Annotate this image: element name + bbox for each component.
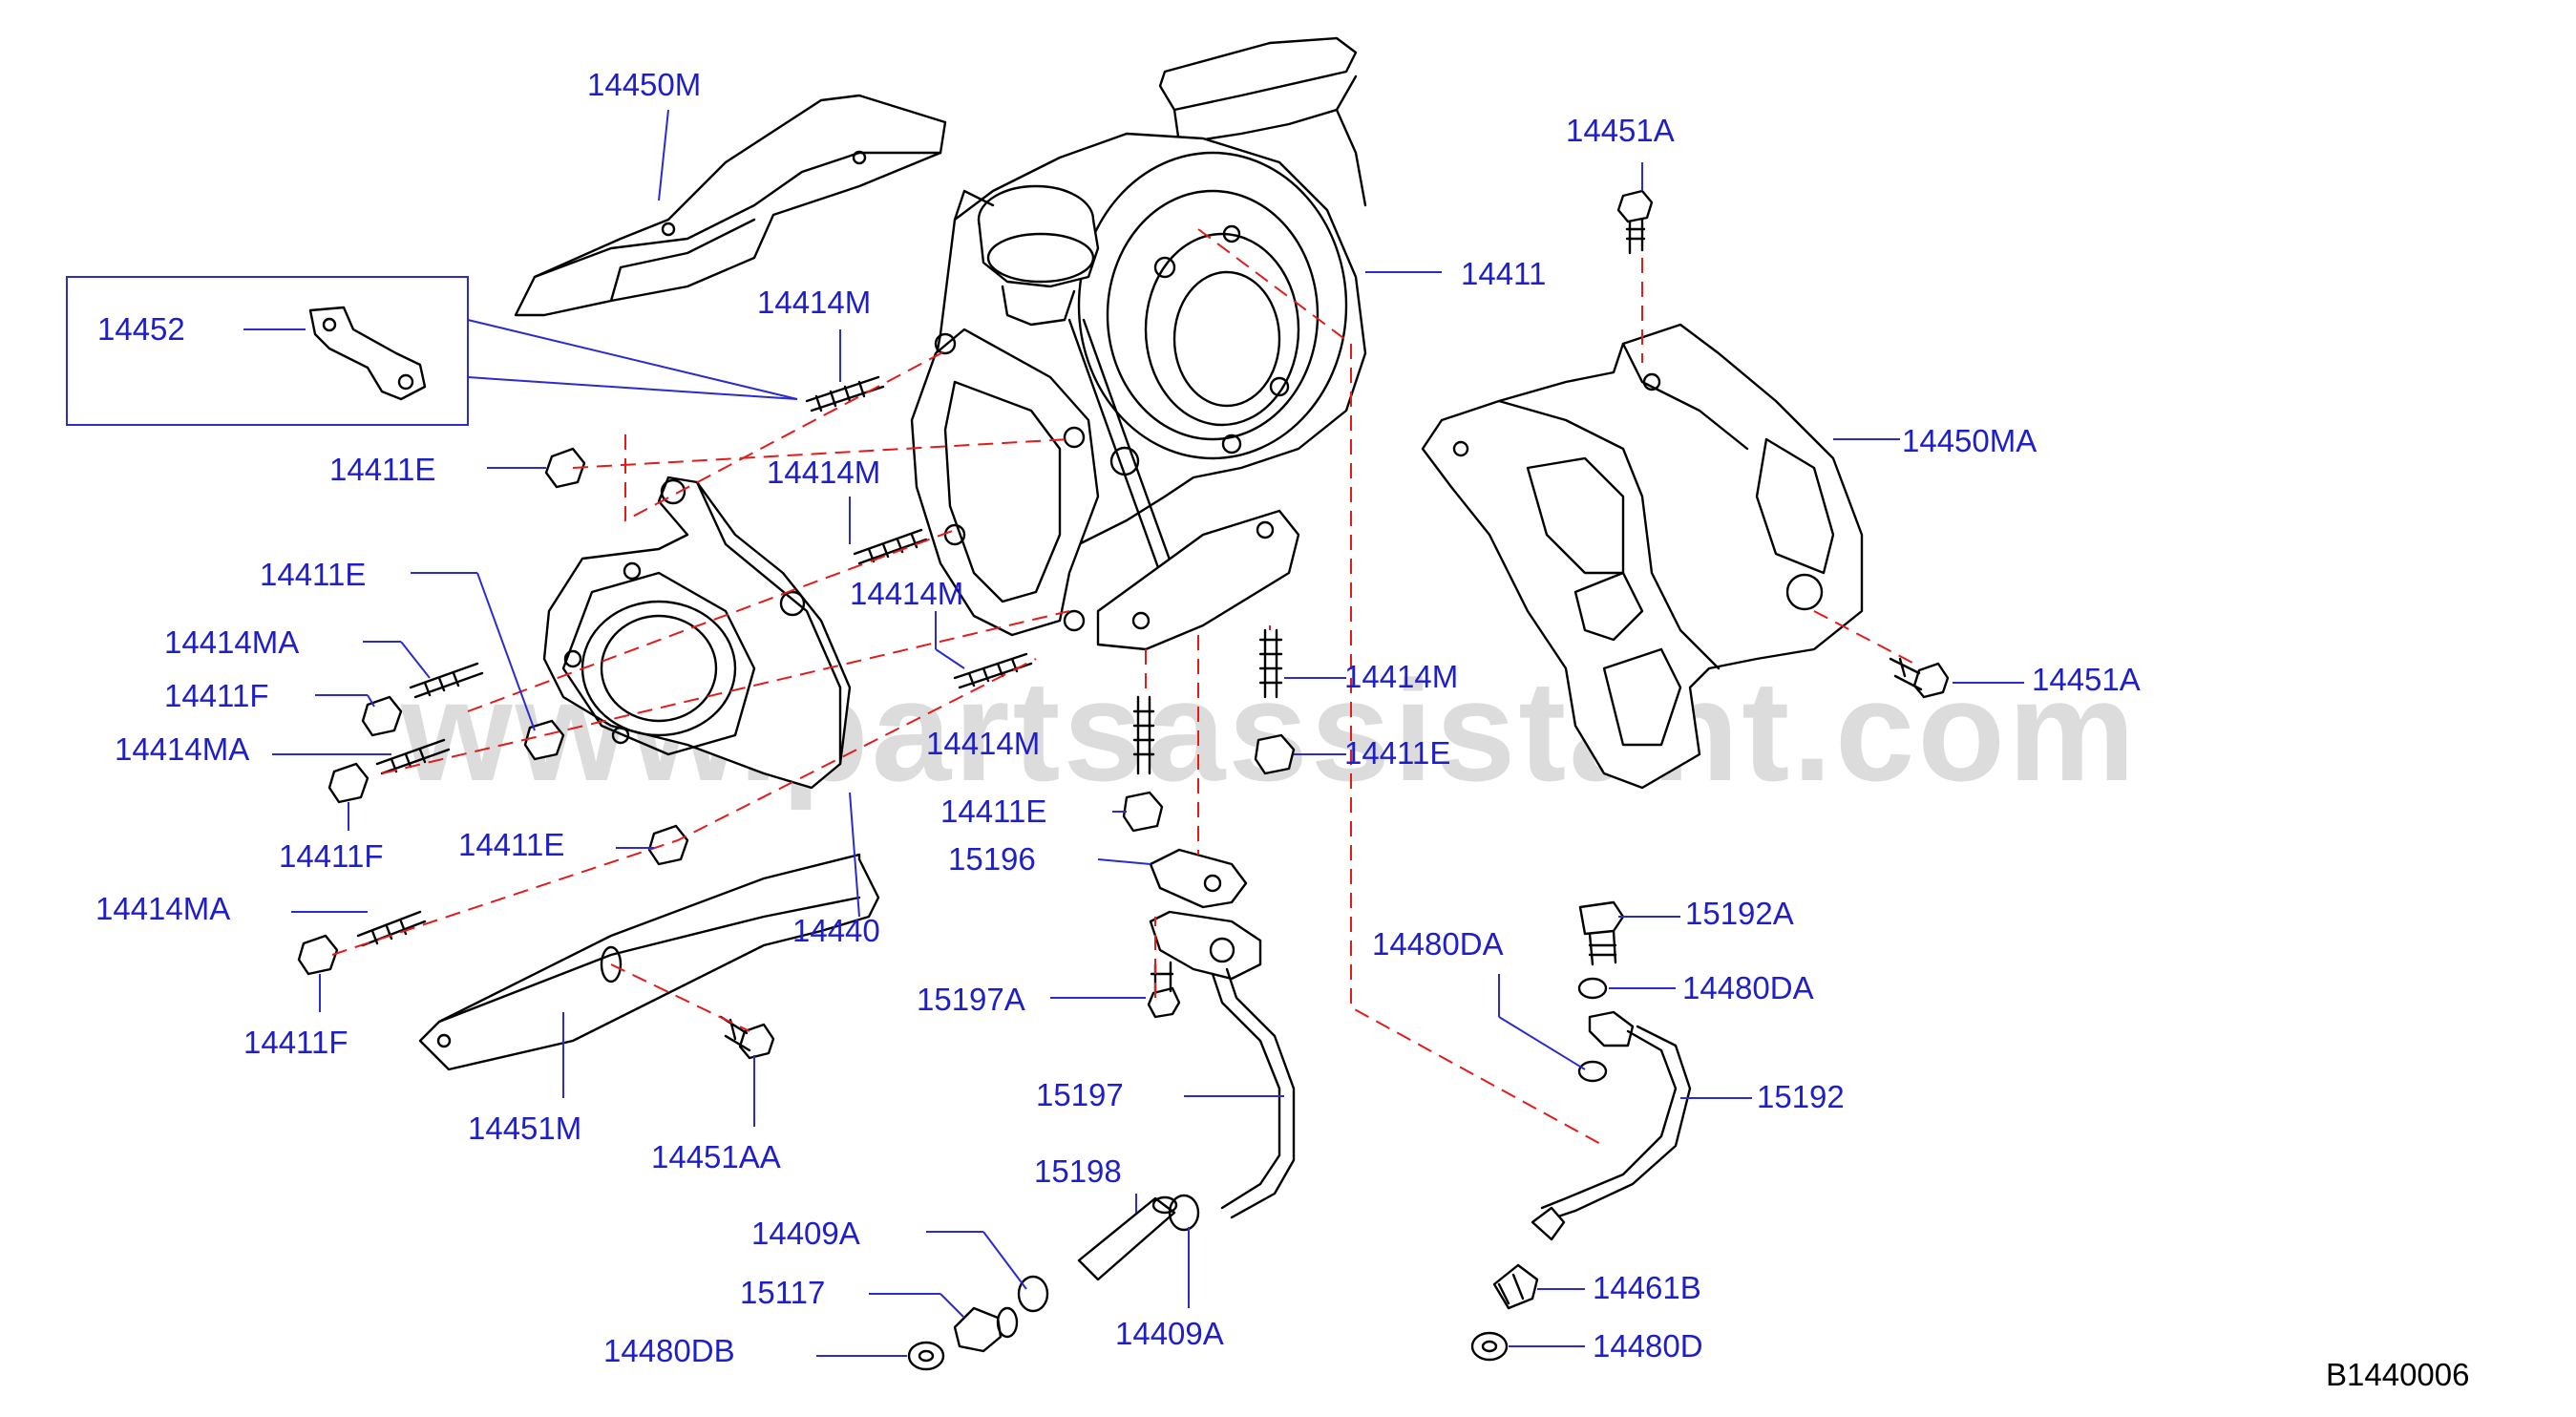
label-14409a-a: 14409A (751, 1216, 860, 1251)
label-14414ma-b: 14414MA (115, 731, 250, 767)
label-14450m: 14450M (587, 67, 702, 102)
label-14451a-a: 14451A (1566, 113, 1675, 148)
label-14440: 14440 (792, 913, 880, 948)
reference-code: B1440006 (2326, 1357, 2470, 1392)
label-14414m-b: 14414M (767, 455, 881, 490)
heat-shield-14450m (514, 94, 947, 317)
label-14451a-b: 14451A (2032, 662, 2141, 697)
label-14411e-c: 14411E (458, 827, 565, 862)
label-14411e-b: 14411E (260, 557, 367, 592)
label-14411e-d: 14411E (1344, 735, 1451, 771)
label-14411e-e: 14411E (940, 793, 1047, 829)
elbow-14440 (542, 476, 852, 790)
label-14409a-b: 14409A (1115, 1316, 1224, 1351)
label-14452: 14452 (97, 311, 185, 347)
leader-lines (243, 109, 2024, 1357)
heat-shield-14450ma (1421, 323, 1864, 790)
label-15197: 15197 (1036, 1077, 1124, 1112)
label-14480da-b: 14480DA (1682, 970, 1814, 1005)
label-14451m: 14451M (468, 1110, 582, 1146)
label-15196: 15196 (948, 841, 1036, 877)
label-14461b: 14461B (1593, 1270, 1701, 1305)
label-14414m-e: 14414M (926, 726, 1041, 761)
label-14451aa: 14451AA (651, 1139, 781, 1174)
label-14411: 14411 (1461, 256, 1547, 291)
label-14414m-c: 14414M (850, 576, 964, 611)
label-14450ma: 14450MA (1902, 423, 2038, 458)
label-14414ma-a: 14414MA (164, 624, 300, 660)
oil-lines (907, 848, 1692, 1371)
turbocharger-14411 (910, 36, 1367, 651)
label-15192: 15192 (1757, 1079, 1845, 1114)
label-14411f-b: 14411F (279, 838, 384, 874)
fasteners (297, 189, 1950, 1060)
label-14414m-d: 14414M (1344, 659, 1459, 694)
label-14480d: 14480D (1593, 1328, 1703, 1364)
label-14411f-c: 14411F (243, 1025, 348, 1060)
label-14414m-a: 14414M (757, 285, 872, 320)
bracket-14451m (418, 853, 880, 1071)
inset-box-14452 (66, 276, 469, 426)
label-14411e-a: 14411E (329, 452, 436, 487)
label-15117: 15117 (740, 1275, 826, 1310)
label-15197a: 15197A (917, 982, 1025, 1017)
alignment-lines (331, 228, 1915, 1147)
label-15198: 15198 (1034, 1153, 1122, 1189)
label-14480da-a: 14480DA (1372, 926, 1504, 962)
label-14414ma-c: 14414MA (95, 891, 231, 926)
label-15192a: 15192A (1685, 896, 1794, 931)
label-14480db: 14480DB (603, 1333, 735, 1368)
bracket-14452 (308, 306, 427, 401)
label-14411f-a: 14411F (164, 678, 269, 713)
